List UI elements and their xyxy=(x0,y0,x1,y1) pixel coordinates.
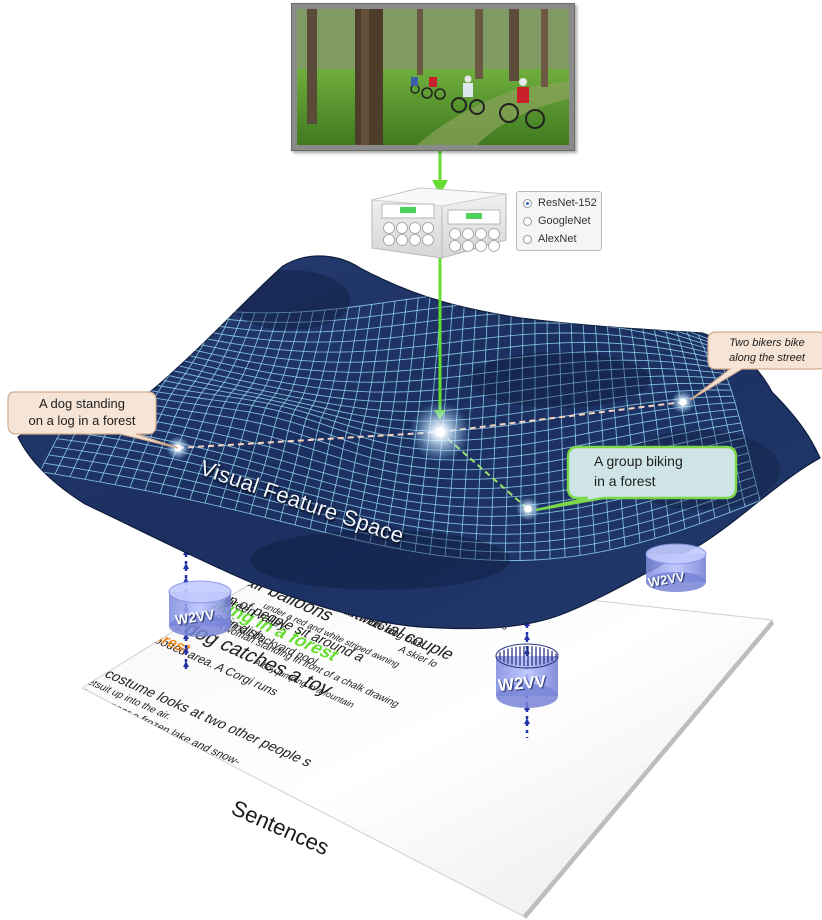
mesh-col xyxy=(557,294,566,558)
w2vv-cylinder-left[interactable] xyxy=(168,580,232,637)
neuron-icon xyxy=(462,240,474,252)
mesh-col xyxy=(581,298,596,553)
link-arrow-head xyxy=(183,563,189,569)
bubble-dog xyxy=(7,391,179,449)
mesh-col xyxy=(264,309,326,518)
neuron-icon xyxy=(383,234,395,246)
bubble-dog-text: A dog standing on a log in a forest xyxy=(8,395,156,429)
cnn-model-box[interactable] xyxy=(371,187,507,259)
neuron-icon xyxy=(449,228,461,240)
link-to-dog xyxy=(177,431,441,449)
link-arrow-head xyxy=(183,647,189,653)
bubble-bikers-line1: Two bikers bike xyxy=(729,337,805,349)
neuron-icon xyxy=(396,222,408,234)
link-to-bikers xyxy=(439,401,684,433)
link-arrow-head xyxy=(524,634,530,640)
bubble-bikers-text: Two bikers bike along the street xyxy=(708,336,822,366)
bubble-group xyxy=(535,445,738,512)
mesh-col xyxy=(249,310,314,514)
mesh-col xyxy=(309,305,361,529)
neuron-icon xyxy=(488,240,500,252)
radio-alexnet[interactable]: AlexNet xyxy=(523,231,577,247)
cnn-layer-icons xyxy=(381,203,501,252)
radio-resnet[interactable]: ResNet-152 xyxy=(523,195,597,211)
bubble-bikers-line2: along the street xyxy=(729,352,805,364)
query-point[interactable] xyxy=(435,427,445,437)
radio-dot[interactable] xyxy=(523,234,532,244)
neuron-icon xyxy=(409,222,421,234)
neuron-icon xyxy=(396,234,408,246)
mesh-col xyxy=(504,290,513,561)
neuron-icon xyxy=(475,240,487,252)
input-photo[interactable] xyxy=(297,9,569,145)
w2vv-label-middle: W2VV xyxy=(497,671,547,696)
mesh-col xyxy=(489,290,501,561)
neuron-icon xyxy=(488,228,500,240)
mesh-col xyxy=(354,301,396,540)
link-arrow-head xyxy=(183,661,189,667)
radio-label-resnet: ResNet-152 xyxy=(538,197,597,209)
group-point[interactable] xyxy=(524,505,532,513)
mesh-col xyxy=(189,312,268,500)
link-arrow-head xyxy=(524,718,530,724)
mesh-col xyxy=(546,292,551,559)
neuron-icon xyxy=(422,222,434,234)
mesh-col xyxy=(324,304,373,533)
cnn-selector-panel: ResNet-152 GoogleNet AlexNet xyxy=(516,191,602,251)
w2vv-cylinder-right[interactable] xyxy=(645,543,707,592)
mesh-col xyxy=(519,291,524,561)
sentence-line: A dog standing on a log in a forest xyxy=(0,544,194,657)
neuron-icon xyxy=(409,234,421,246)
mesh-col xyxy=(234,311,303,511)
mesh-col xyxy=(219,312,291,507)
photo-arrow-head xyxy=(432,180,448,195)
link-arrow-head xyxy=(183,633,189,639)
radio-dot-selected[interactable] xyxy=(523,198,532,208)
radio-googlenet[interactable]: GoogleNet xyxy=(523,213,591,229)
neuron-icon xyxy=(462,228,474,240)
mesh-col xyxy=(569,295,581,556)
bubble-group-line1: A group biking xyxy=(594,453,683,469)
neuron-icon xyxy=(449,240,461,252)
active-layer xyxy=(466,213,482,219)
mesh-col xyxy=(339,302,384,537)
w2vv-cylinder-middle[interactable] xyxy=(495,643,559,708)
mesh-col xyxy=(294,307,349,526)
mesh-col xyxy=(174,312,256,497)
radio-label-googlenet: GoogleNet xyxy=(538,215,591,227)
mesh-col xyxy=(204,312,279,504)
radio-label-alexnet: AlexNet xyxy=(538,233,577,245)
mesh-col xyxy=(616,306,641,543)
active-layer xyxy=(400,207,416,213)
mesh-col xyxy=(592,300,611,550)
bubble-bikers xyxy=(689,331,822,401)
mesh-col xyxy=(474,290,489,560)
bubble-dog-line1: A dog standing xyxy=(38,396,126,411)
bubble-group-line2: in a forest xyxy=(594,473,656,489)
mesh-col xyxy=(604,303,626,547)
neuron-icon xyxy=(475,228,487,240)
bikers-point[interactable] xyxy=(679,398,687,406)
input-photo-frame xyxy=(291,3,575,151)
radio-dot[interactable] xyxy=(523,216,532,226)
mesh-col xyxy=(384,297,419,547)
mesh-col xyxy=(279,308,338,522)
neuron-icon xyxy=(383,222,395,234)
bubble-dog-line2: on a log in a forest xyxy=(28,413,136,428)
mesh-col xyxy=(144,311,233,491)
neuron-icon xyxy=(422,234,434,246)
bubble-group-text: A group biking in a forest xyxy=(576,451,734,491)
